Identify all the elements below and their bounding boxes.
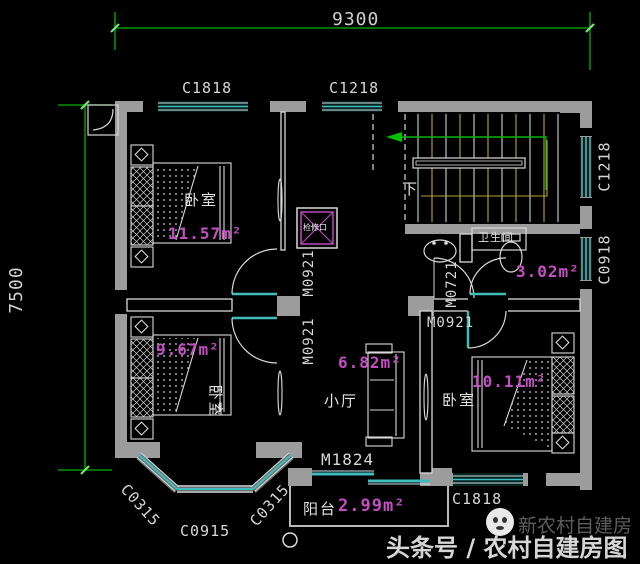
tv-icon	[277, 178, 283, 222]
stairs-down-label: 下	[402, 180, 420, 198]
door-label-bathroom: M0721	[444, 260, 460, 308]
logo-dot	[496, 526, 504, 530]
toilet-icon	[501, 233, 521, 242]
door-label-bedroom2: M0921	[301, 317, 317, 365]
room-name-balcony: 阳台	[303, 500, 338, 518]
access-hatch-box	[296, 207, 338, 249]
corner-detail	[87, 104, 119, 136]
bed2-furniture	[130, 316, 283, 440]
balcony-outline	[282, 468, 452, 548]
door-label-bedroom3: M0921	[427, 315, 475, 331]
dimension-lines	[58, 12, 595, 475]
door-glyphs	[231, 248, 507, 364]
room-name-bathroom: 卫生间	[478, 231, 514, 244]
shower-area	[471, 227, 527, 251]
area-bedroom2: 9.67m²	[156, 340, 220, 359]
bed3-furniture	[423, 332, 575, 454]
sofa-icon	[365, 343, 405, 447]
logo-dot	[493, 517, 498, 523]
area-bedroom3: 10.11m²	[472, 372, 547, 391]
area-balcony: 2.99m²	[338, 496, 406, 516]
room-name-bedroom3: 卧室	[442, 391, 477, 409]
window-label-top-right: C1218	[329, 79, 380, 97]
area-hall: 6.82m²	[338, 353, 402, 372]
sink-icon	[423, 239, 457, 263]
window-glyphs	[158, 101, 592, 486]
toilet-bowl-icon	[499, 241, 523, 273]
dimension-height-label: 7500	[6, 266, 27, 314]
watermark-stamp-text: 新农村自建房	[518, 515, 633, 537]
room-name-bedroom2: 卧室	[206, 384, 225, 419]
door-label-bedroom1: M0921	[301, 249, 317, 297]
room-name-bedroom1: 卧室	[184, 191, 219, 209]
stairs	[372, 114, 559, 222]
access-hatch-label: 检修口	[303, 223, 327, 232]
area-bathroom: 3.02m²	[516, 262, 580, 281]
bay-window	[136, 452, 294, 493]
tv-icon	[277, 370, 283, 416]
tv-icon	[423, 373, 429, 421]
watermark-main-text: 头条号 / 农村自建房图纸	[386, 534, 628, 562]
watermark-logo-icon	[486, 508, 514, 536]
window-label-bedroom3: C1818	[452, 490, 503, 508]
interior-walls	[126, 111, 581, 474]
room-name-hall: 小厅	[324, 392, 359, 410]
window-label-right-lower: C0918	[595, 234, 614, 285]
area-bedroom1: 11.57m²	[168, 224, 243, 243]
window-label-top-left: C1818	[182, 79, 233, 97]
bathroom-fixtures	[423, 227, 527, 273]
window-label-bay-center: C0915	[180, 522, 231, 540]
door-label-balcony: M1824	[321, 450, 375, 469]
dimension-width-label: 9300	[332, 9, 380, 30]
window-label-right-upper: C1218	[595, 141, 614, 192]
logo-dot	[502, 517, 507, 523]
bed1-furniture	[130, 144, 283, 268]
